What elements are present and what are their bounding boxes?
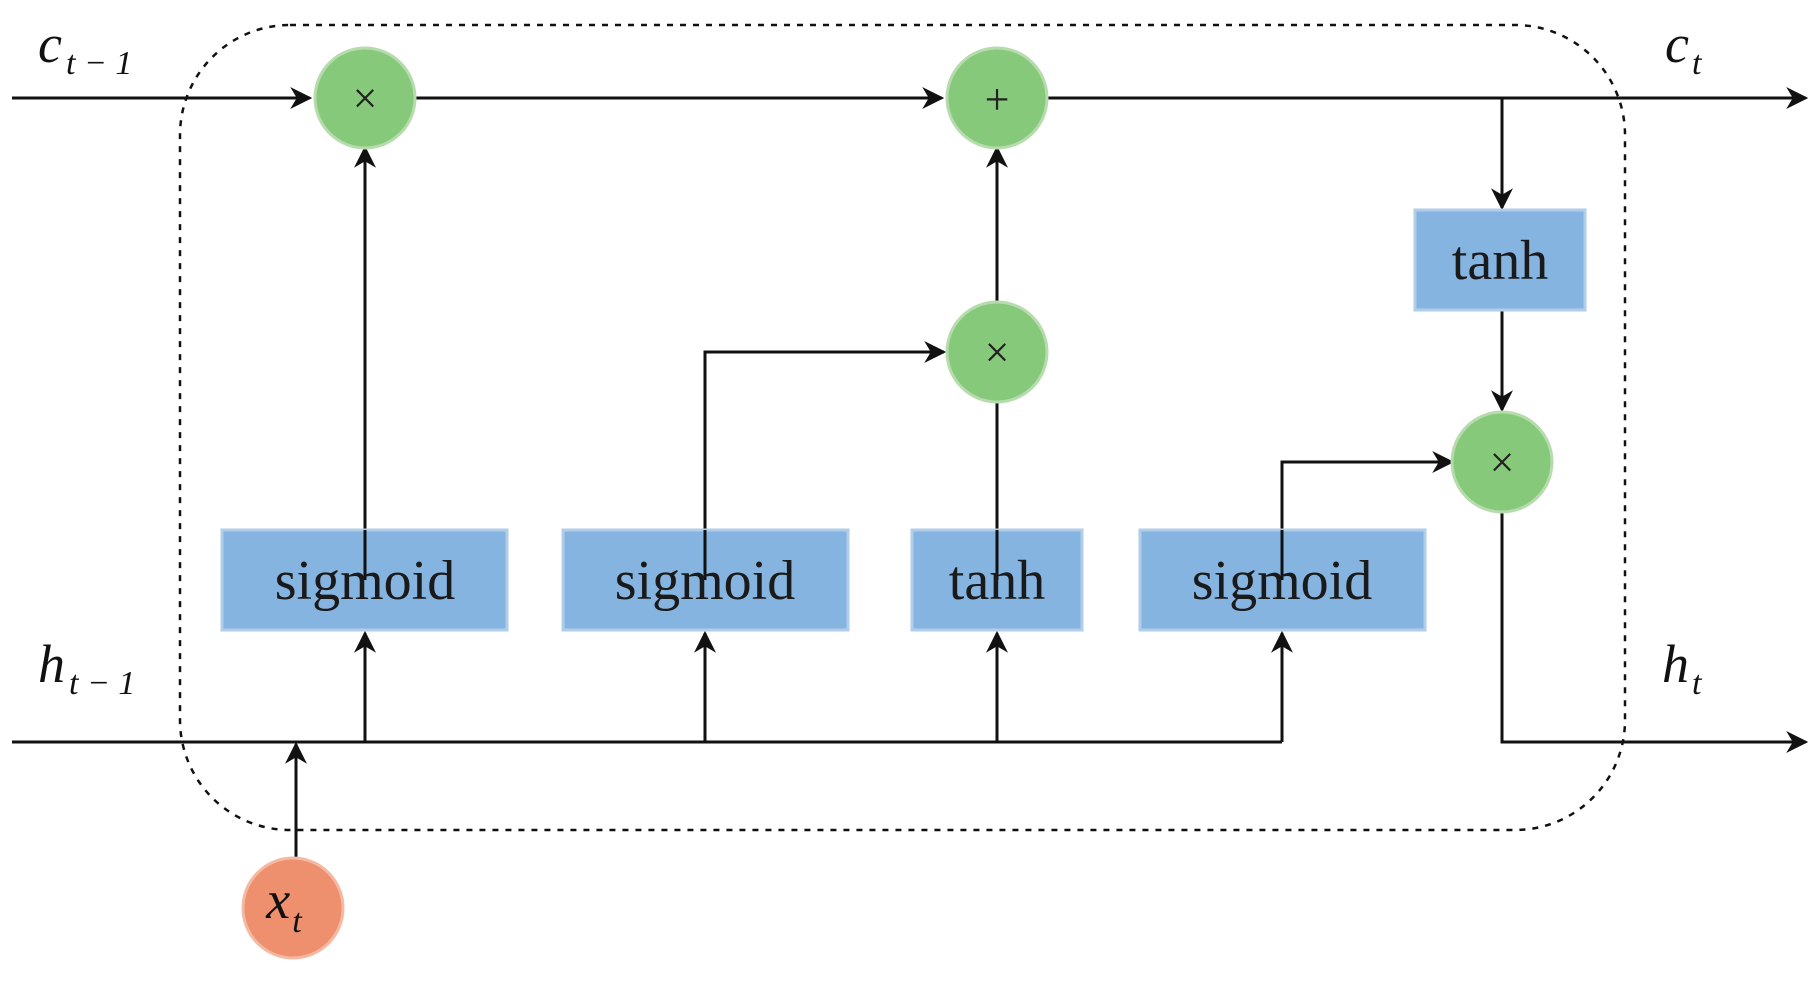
cell-tanh-box: tanh (1413, 208, 1587, 312)
c-prev-main: c (38, 14, 62, 74)
output-multiply-to-h (1500, 512, 1809, 753)
candidate-gate-label: tanh (949, 550, 1045, 612)
multiply-icon (313, 46, 417, 150)
output-multiply-symbol: × (1490, 438, 1515, 487)
forget-multiply-symbol: × (353, 74, 378, 123)
input-gate-to-multiply (703, 341, 947, 530)
cell-add-node: + (945, 46, 1049, 150)
plus-icon (945, 46, 1049, 150)
output-gate-box: sigmoid (1138, 528, 1427, 632)
cell-boundary (178, 23, 1627, 832)
gate-fill (1413, 208, 1587, 312)
c-prev-sub: t − 1 (66, 45, 132, 82)
h-out-sub: t (1692, 665, 1703, 702)
input-node: xt (241, 856, 345, 960)
forget-gate-label: sigmoid (275, 550, 455, 612)
h-out-main: h (1662, 634, 1689, 694)
c-out-label: ct (1665, 14, 1703, 82)
cell-tanh-label: tanh (1452, 230, 1548, 292)
input-multiply-node: × (945, 300, 1049, 404)
input-circle (241, 856, 345, 960)
x-sub: t (292, 903, 303, 940)
multiply-icon (1450, 410, 1554, 514)
input-gate-box: sigmoid (561, 528, 850, 632)
output-gate-label: sigmoid (1192, 550, 1372, 612)
input-multiply-symbol: × (985, 328, 1010, 377)
forget-gate-box: sigmoid (220, 528, 509, 632)
input-gate-label: sigmoid (615, 550, 795, 612)
output-gate-to-multiply (1280, 451, 1455, 530)
candidate-gate-box: tanh (910, 528, 1084, 632)
h-out-label: ht (1662, 634, 1703, 702)
x-main: x (265, 870, 290, 930)
h-prev-sub: t − 1 (69, 665, 135, 702)
cell-add-symbol: + (985, 75, 1010, 124)
c-out-sub: t (1692, 45, 1703, 82)
forget-multiply-node: × (313, 46, 417, 150)
connections (12, 87, 1809, 860)
c-out-main: c (1665, 14, 1689, 74)
output-multiply-node: × (1450, 410, 1554, 514)
x-label: xt (265, 870, 303, 940)
h-prev-main: h (38, 634, 65, 694)
multiply-icon (945, 300, 1049, 404)
